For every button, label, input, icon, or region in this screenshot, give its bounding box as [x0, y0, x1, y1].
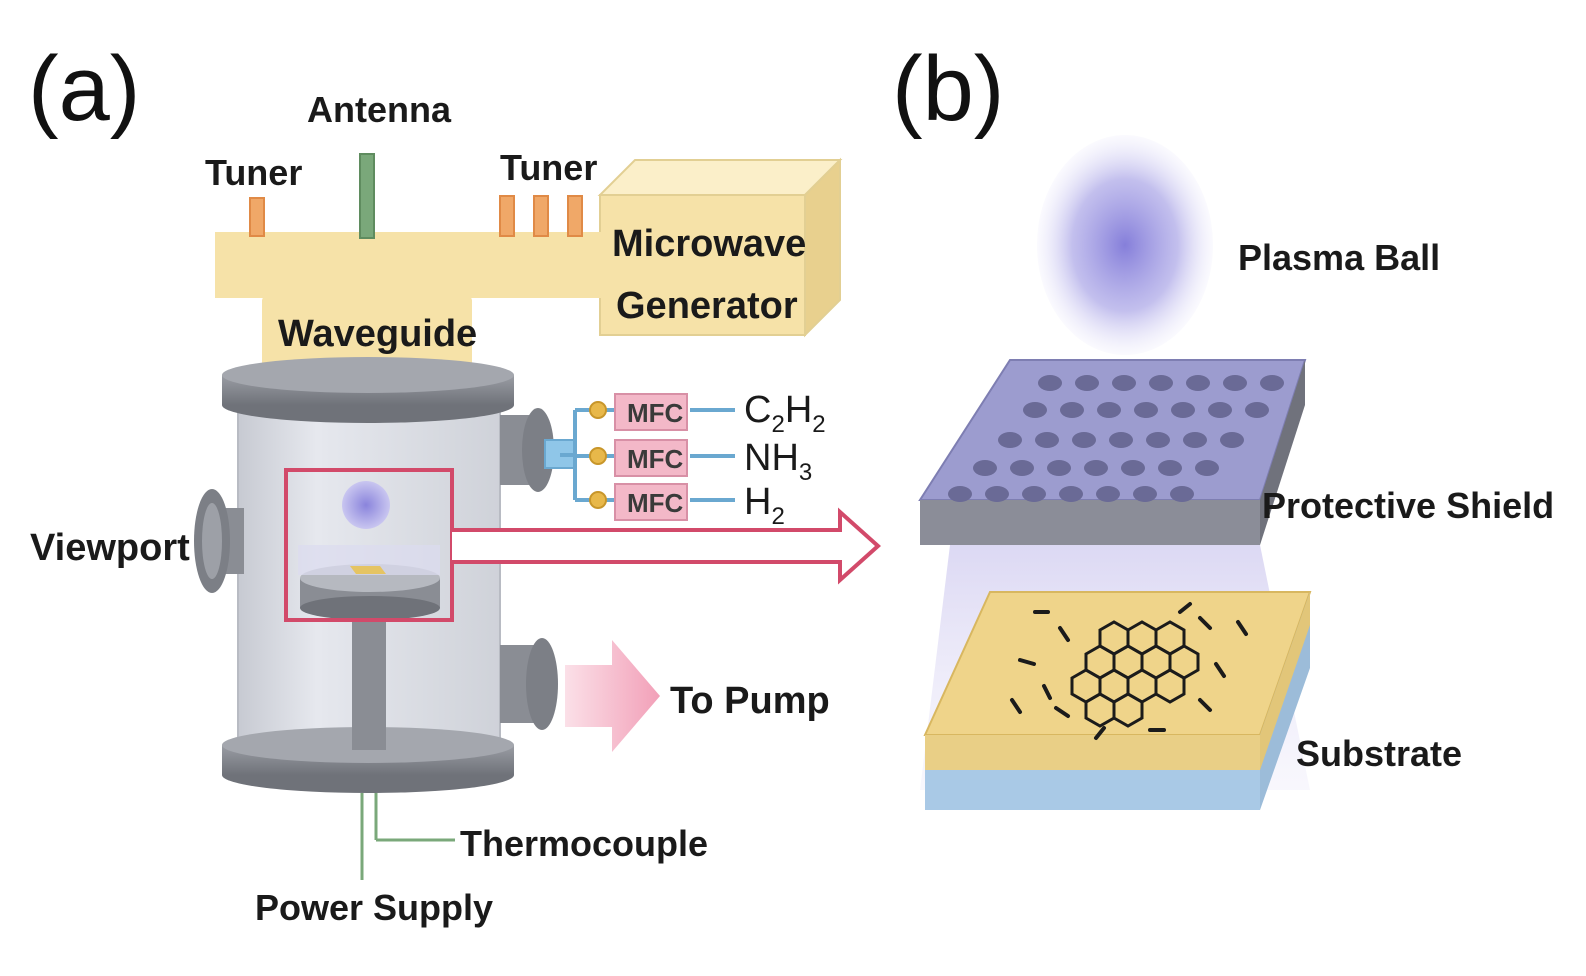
small-plasma-icon [342, 481, 390, 529]
waveguide-label: Waveguide [278, 313, 477, 355]
carbon-dimers [1010, 602, 1248, 740]
gas-label-c2h2: C2H2 [744, 389, 826, 438]
viewport-label: Viewport [30, 527, 190, 569]
zoom-arrow-icon [452, 507, 881, 585]
substrate [923, 591, 1312, 810]
protective-shield-label: Protective Shield [1262, 485, 1554, 526]
mfc-label-1: MFC [627, 398, 684, 428]
waveguide [215, 232, 615, 375]
graphene-lattice-icon [1070, 620, 1200, 728]
shield-holes [948, 375, 1284, 502]
wires [360, 793, 455, 880]
panel-label-b: (b) [892, 38, 1004, 140]
substrate-stage [298, 545, 440, 750]
plasma-ball-label: Plasma Ball [1238, 237, 1440, 278]
mfc-unit-1: MFC [589, 393, 688, 431]
mfc-label-2: MFC [627, 444, 684, 474]
power-supply-label: Power Supply [255, 887, 493, 928]
pump-port [500, 638, 558, 730]
plasma-ball-icon [1037, 135, 1213, 355]
pump-arrow-icon [565, 640, 660, 752]
to-pump-label: To Pump [670, 680, 830, 722]
tuner-left-label: Tuner [205, 152, 302, 193]
antenna-icon [359, 153, 375, 239]
thermocouple-label: Thermocouple [460, 823, 708, 864]
viewport-port [194, 489, 244, 593]
gas-label-h2: H2 [744, 481, 785, 530]
mfc-label-3: MFC [627, 488, 684, 518]
tuner-left-icon [249, 197, 265, 237]
mfc-unit-3: MFC [589, 483, 688, 521]
generator-label: Generator [616, 285, 798, 327]
gas-label-nh3: NH3 [744, 437, 812, 486]
protective-shield [918, 359, 1307, 545]
microwave-generator [597, 157, 843, 338]
antenna-label: Antenna [307, 89, 452, 130]
tuner-right-label: Tuner [500, 147, 597, 188]
gas-inlet-port [500, 408, 576, 492]
mfc-unit-2: MFC [589, 439, 688, 477]
gas-manifold [560, 408, 735, 502]
tuner-right-icons [499, 195, 583, 237]
microwave-label: Microwave [612, 223, 806, 265]
panel-label-a: (a) [28, 38, 140, 140]
substrate-label: Substrate [1296, 733, 1462, 774]
